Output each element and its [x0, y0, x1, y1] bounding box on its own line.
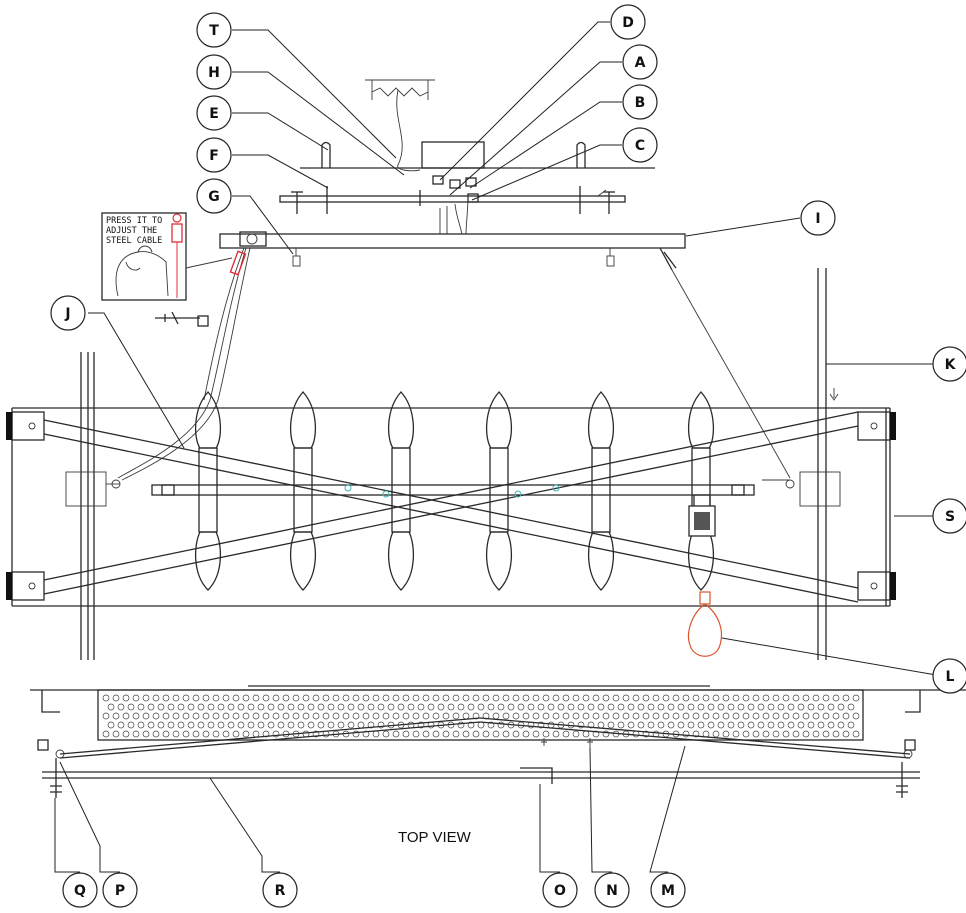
callout-i: I: [800, 200, 836, 236]
candle-arm: [194, 391, 222, 591]
callout-label: I: [815, 211, 820, 227]
callout-o: O: [542, 872, 578, 908]
top-view-label: TOP VIEW: [398, 829, 472, 846]
ceiling-mount-assembly: [219, 79, 686, 271]
callout-label: R: [275, 883, 286, 899]
callout-t: T: [196, 12, 232, 48]
callout-n: N: [594, 872, 630, 908]
note-line-1: PRESS IT TO: [106, 216, 162, 226]
callout-label: Q: [74, 883, 86, 899]
callout-label: S: [945, 509, 955, 525]
callouts: T H E F G D A B C I J K S L Q P R O N M: [50, 4, 966, 908]
callout-label: D: [622, 15, 634, 31]
callout-label: C: [635, 138, 645, 154]
callout-q: Q: [62, 872, 98, 908]
callout-r: R: [262, 872, 298, 908]
candle-arm: [687, 391, 715, 591]
candle-arm: [387, 391, 415, 591]
callout-d: D: [610, 4, 646, 40]
callout-label: M: [661, 883, 675, 899]
callout-g: G: [196, 178, 232, 214]
callout-label: O: [554, 883, 566, 899]
callout-label: T: [209, 23, 219, 39]
callout-label: K: [945, 357, 957, 373]
candle-arm: [289, 391, 317, 591]
callout-label: A: [635, 55, 646, 71]
suspension-cables: [117, 247, 791, 481]
center-bar: [151, 484, 755, 537]
callout-b: B: [622, 84, 658, 120]
top-view: [30, 685, 966, 798]
callout-label: H: [208, 65, 220, 81]
cable-adjust-note: PRESS IT TO ADJUST THE STEEL CABLE: [101, 212, 233, 301]
callout-label: N: [606, 883, 618, 899]
callout-label: L: [946, 669, 955, 685]
candle-arms: [194, 391, 715, 591]
callout-s: S: [932, 498, 966, 534]
callout-f: F: [196, 137, 232, 173]
callout-label: J: [64, 306, 70, 322]
callout-p: P: [102, 872, 138, 908]
note-line-3: STEEL CABLE: [106, 236, 162, 246]
callout-m: M: [650, 872, 686, 908]
spare-bulb-highlight: [687, 591, 723, 657]
callout-k: K: [932, 346, 966, 382]
callout-label: E: [209, 106, 219, 122]
leader-lines: [54, 21, 946, 873]
callout-label: G: [208, 189, 220, 205]
candle-arm: [485, 391, 513, 591]
callout-c: C: [622, 127, 658, 163]
callout-a: A: [622, 44, 658, 80]
chandelier-frame: [6, 268, 896, 660]
callout-h: H: [196, 54, 232, 90]
callout-j: J: [50, 295, 86, 331]
callout-label: F: [209, 148, 219, 164]
callout-e: E: [196, 95, 232, 131]
callout-label: B: [635, 95, 646, 111]
callout-l: L: [932, 658, 966, 694]
candle-arm: [587, 391, 615, 591]
callout-label: P: [115, 883, 125, 899]
note-line-2: ADJUST THE: [106, 226, 157, 236]
